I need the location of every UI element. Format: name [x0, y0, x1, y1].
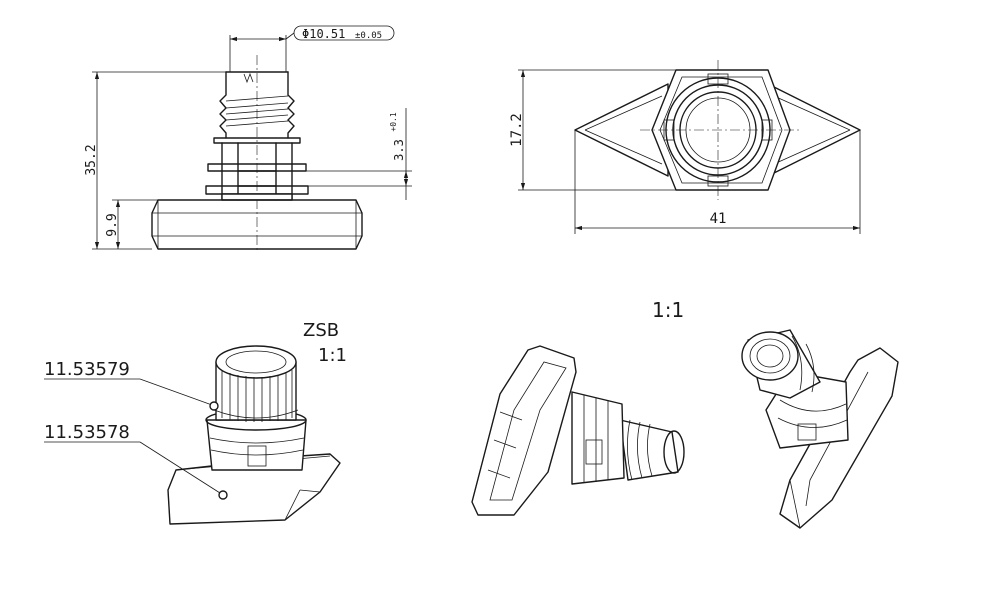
- diameter-callout-box: [293, 25, 395, 41]
- zsb-scale-label: 1:1: [318, 345, 347, 366]
- iso-view-right: [741, 329, 899, 529]
- gap-label: 3.3: [392, 139, 406, 161]
- zsb-label: ZSB: [303, 320, 339, 341]
- iso-scale-label: 1:1: [652, 298, 684, 322]
- assembly-view: ZSB 1:1 11.53579 11.53578: [44, 320, 347, 525]
- iso-view-left: [471, 345, 685, 516]
- height-base-label: 9.9: [105, 213, 120, 236]
- hex-height-label: 17.2: [509, 113, 525, 147]
- overall-width-label: 41: [710, 211, 727, 227]
- diameter-tolerance: ±0.05: [355, 31, 382, 41]
- front-view: Φ10.51 ±0.05 35.2 9.9 3.3 +0.1: [84, 25, 412, 252]
- part-number-lower: 11.53578: [44, 422, 130, 443]
- part-number-upper: 11.53579: [44, 359, 130, 380]
- diameter-label: Φ10.51: [302, 27, 345, 41]
- gap-tolerance: +0.1: [389, 112, 398, 131]
- height-total-label: 35.2: [84, 144, 99, 175]
- top-view: 17.2 41: [509, 60, 861, 234]
